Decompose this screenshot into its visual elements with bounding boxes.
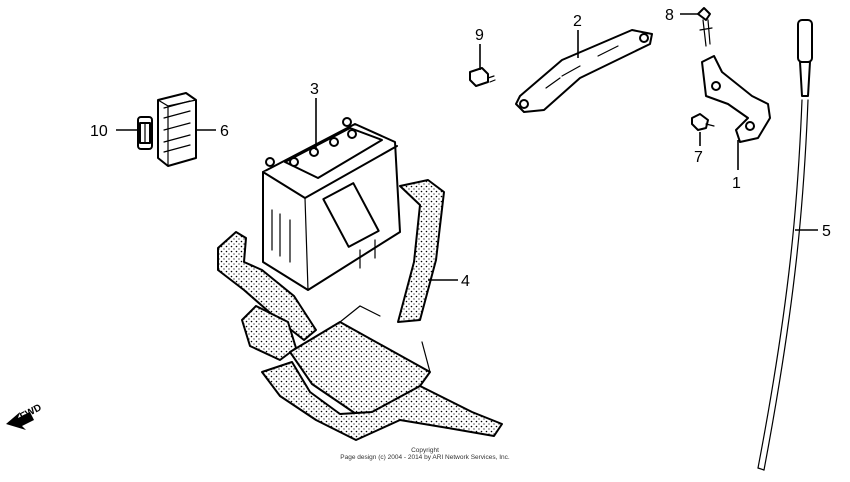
battery-bracket-part[interactable] — [515, 29, 653, 113]
copyright-heading: Copyright — [411, 447, 439, 454]
stay-bracket-part[interactable] — [701, 55, 771, 143]
breather-tube-part[interactable] — [757, 19, 813, 471]
callout-8: 8 — [665, 7, 674, 24]
fuse-holder-part[interactable] — [157, 92, 197, 167]
callout-7: 7 — [694, 149, 703, 166]
callout-3: 3 — [310, 81, 319, 98]
callout-4: 4 — [461, 273, 470, 290]
callout-10: 10 — [90, 123, 108, 140]
callout-9: 9 — [475, 27, 484, 44]
callout-5: 5 — [822, 223, 831, 240]
callout-1: 1 — [732, 175, 741, 192]
screw-part-7[interactable] — [691, 113, 715, 131]
copyright-notice: Page design (c) 2004 - 2014 by ARI Netwo… — [340, 454, 510, 461]
battery-part[interactable] — [262, 117, 401, 291]
callout-6: 6 — [220, 123, 229, 140]
battery-tray-part[interactable] — [217, 231, 503, 441]
callout-2: 2 — [573, 13, 582, 30]
bolt-part-9[interactable] — [469, 67, 496, 87]
fuse-part[interactable] — [137, 116, 153, 150]
battery-strap-part[interactable] — [397, 179, 445, 323]
forward-arrow-icon — [6, 412, 34, 430]
pin-part[interactable] — [697, 7, 713, 47]
